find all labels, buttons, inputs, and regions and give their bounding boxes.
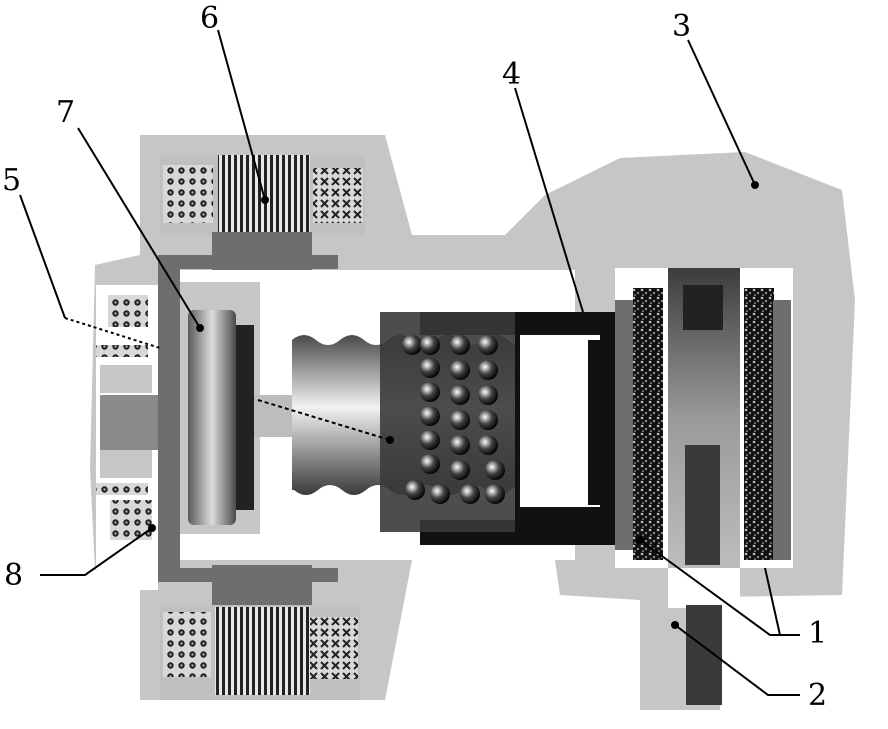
leader-1a — [639, 539, 800, 636]
leader-8 — [40, 527, 153, 576]
callout-label-4: 4 — [502, 57, 521, 92]
rotor-dark-band — [685, 445, 720, 565]
callout-label-3: 3 — [672, 9, 691, 44]
left-flange-bottom — [158, 568, 338, 582]
left-pad-backing — [615, 300, 635, 550]
leader-1b — [764, 567, 781, 636]
leader-3 — [687, 39, 756, 186]
left-dot-row-bottom — [96, 483, 148, 495]
leader-dots — [148, 181, 759, 629]
leader-6 — [217, 29, 266, 201]
callout-label-1: 1 — [808, 616, 827, 651]
left-dot-row-top — [96, 345, 148, 357]
right-pad-backing — [773, 300, 791, 560]
upper-coil-x — [313, 168, 363, 223]
lower-coil-dots — [163, 612, 211, 677]
left-lower-coil — [110, 500, 152, 540]
nut-yoke-bar — [588, 340, 602, 505]
leader-2 — [674, 624, 800, 696]
left-inner-block-bottom — [100, 450, 152, 478]
callout-label-7: 7 — [56, 95, 75, 130]
left-flange-plate — [158, 262, 180, 582]
callout-label-6: 6 — [200, 1, 219, 36]
brake-disc — [188, 310, 236, 525]
leader-5 — [19, 194, 66, 319]
leader-5-dotted — [64, 317, 161, 349]
left-flange-top — [158, 255, 338, 269]
rotor-window — [683, 285, 723, 330]
callout-label-2: 2 — [808, 678, 827, 713]
left-inner-block-top — [100, 365, 152, 393]
nut-yoke-opening — [520, 335, 600, 507]
callout-label-5: 5 — [2, 163, 21, 198]
callout-label-8: 8 — [4, 558, 23, 593]
left-upper-coil — [108, 295, 148, 327]
rotor-lower-block — [686, 605, 722, 705]
leader-4 — [514, 87, 584, 313]
brake-hub — [254, 395, 294, 437]
ball-chain — [402, 335, 505, 504]
leader-7 — [77, 127, 201, 329]
brake-disc-rim — [236, 325, 254, 510]
lower-coil-stripes — [215, 607, 310, 695]
leader-screw-dotted — [257, 399, 391, 441]
left-friction-pad — [633, 288, 663, 560]
right-friction-pad — [744, 288, 774, 560]
leader-lines — [19, 29, 800, 696]
lower-coil-x — [310, 617, 358, 679]
upper-coil-dots — [163, 165, 213, 223]
